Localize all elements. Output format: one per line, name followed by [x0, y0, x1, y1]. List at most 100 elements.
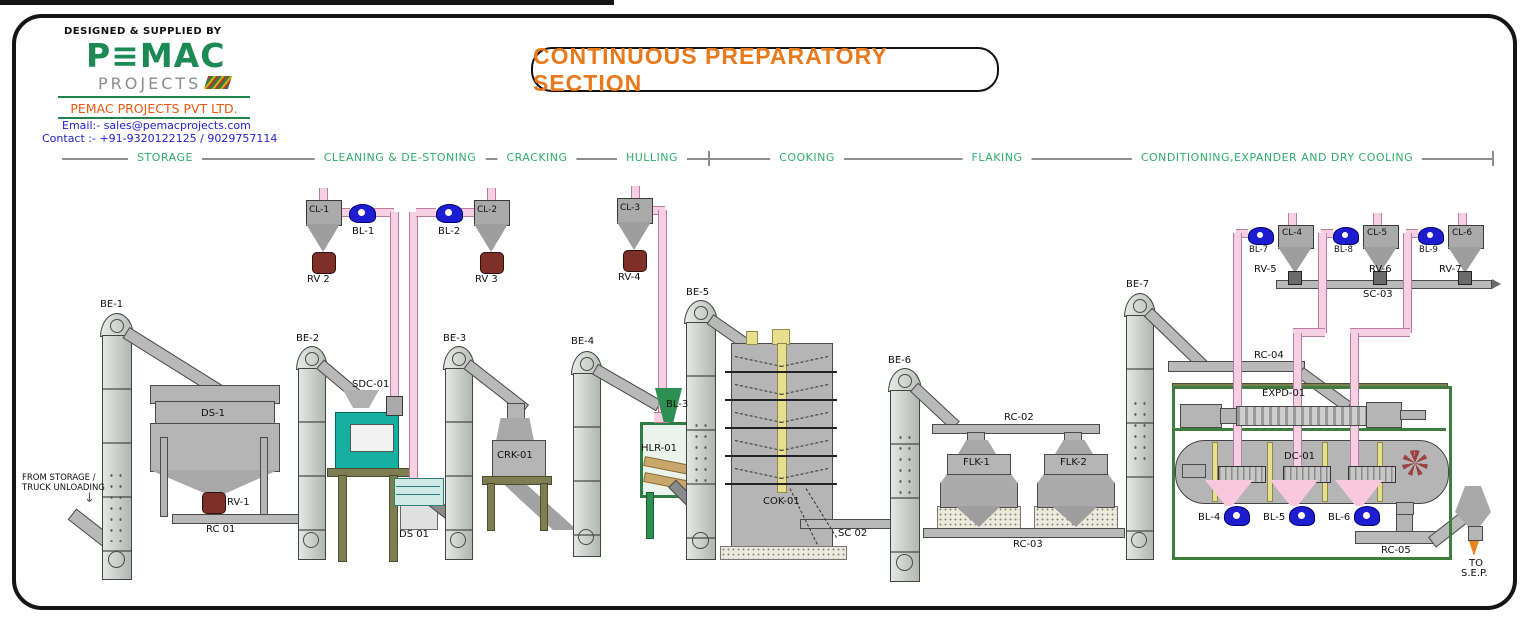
cok01-deck [725, 371, 837, 373]
rv5-label: RV-5 [1254, 264, 1277, 275]
pipe [461, 208, 475, 217]
to-sep-note: S.E.P. [1461, 568, 1488, 579]
from-storage-note: TRUCK UNLOADING [22, 483, 105, 493]
bl6-label: BL-6 [1328, 512, 1351, 523]
crk01-stand-leg [540, 483, 548, 531]
pulley-icon [580, 357, 594, 371]
be6-label: BE-6 [888, 355, 912, 366]
pipe [338, 208, 350, 217]
company-box: PEMAC PROJECTS PVT LTD. [58, 96, 250, 119]
cl2-vent-pipe [487, 188, 496, 200]
rc04-label: RC-04 [1254, 350, 1284, 361]
pipe [374, 208, 394, 217]
rv4-label: RV-4 [618, 272, 641, 283]
cl1-vent-pipe [319, 188, 328, 200]
pipe [416, 208, 436, 217]
be1-vents [107, 470, 125, 542]
be5-vents [692, 420, 708, 486]
blower-dot-icon [445, 209, 452, 216]
sdc01-hopper [343, 390, 379, 408]
ds1-label: DS-1 [201, 408, 226, 419]
rv1-label: RV-1 [227, 497, 250, 508]
rc05-label: RC-05 [1381, 545, 1411, 556]
bl5-label: BL-5 [1263, 512, 1286, 523]
expander-frame [1172, 386, 1452, 560]
cok01-shaft [777, 343, 787, 493]
cl4-vent-pipe [1288, 213, 1297, 225]
section-flaking: FLAKING [962, 151, 1032, 164]
cl6-cyclone [1448, 225, 1484, 249]
logo-subtext: PROJECTS [98, 75, 233, 93]
flk2-label: FLK-2 [1060, 457, 1087, 468]
be1-label: BE-1 [100, 299, 124, 310]
supplied-by-text: DESIGNED & SUPPLIED BY [64, 26, 222, 37]
blower-dot-icon [1298, 512, 1305, 519]
blower-dot-icon [1257, 232, 1263, 238]
drawing-border [12, 14, 1517, 610]
boot-pulley-icon [108, 551, 125, 568]
flk1-funnel [958, 440, 996, 454]
sdc01-collector [386, 396, 403, 416]
email-text: Email:- sales@pemacprojects.com [62, 119, 251, 132]
flk2-flaker-body [1037, 474, 1115, 508]
pulley-icon [1133, 299, 1147, 313]
be6-vents [896, 432, 912, 494]
cl5-valve [1373, 271, 1387, 285]
pulley-icon [452, 352, 466, 366]
crk01-hopper [496, 418, 534, 441]
bl4-label: BL-4 [1198, 512, 1221, 523]
boot-pulley-icon [1131, 532, 1147, 548]
pipe [1403, 233, 1412, 333]
ds01-deck-line [396, 494, 440, 495]
sdc01-table-leg [389, 475, 398, 562]
rc01-label: RC 01 [206, 524, 236, 535]
sdc01-table-leg [338, 475, 347, 562]
cok01-deck [725, 427, 837, 429]
be3-elevator [445, 368, 473, 560]
be4-label: BE-4 [571, 336, 595, 347]
to-sep-note: TO [1469, 558, 1483, 569]
be2-elevator [298, 368, 326, 560]
pipe [409, 212, 418, 478]
cl1-label: CL-1 [309, 205, 330, 215]
pipe [390, 212, 399, 396]
cok01-top-stub [746, 331, 758, 345]
flk2-funnel [1055, 440, 1093, 454]
cl3-vent-pipe [631, 186, 640, 198]
expd01-gearbox [1366, 402, 1402, 428]
section-hulling: HULLING [616, 151, 688, 164]
be1-elevator [102, 335, 132, 580]
boot-pulley-icon [692, 532, 709, 549]
blower-dot-icon [358, 209, 365, 216]
dc01-band [1212, 442, 1218, 502]
pulley-icon [694, 306, 708, 320]
dc01-inlet-box [1182, 464, 1206, 478]
blower-dot-icon [1363, 512, 1370, 519]
cl4-cyclone [1278, 225, 1314, 249]
rc02-label: RC-02 [1004, 412, 1034, 423]
rc03-label: RC-03 [1013, 539, 1043, 550]
section-cracking: CRACKING [497, 151, 577, 164]
pipe [658, 210, 667, 414]
infeed-arrow-icon: ↓ [84, 491, 95, 506]
pipe [1236, 229, 1248, 238]
contact-text: Contact :- +91-9320122125 / 9029757114 [42, 132, 278, 145]
cl5-label: CL-5 [1367, 228, 1388, 238]
cok01-label: COK-01 [763, 496, 800, 507]
cl3-cyclone-cone [617, 222, 651, 250]
ds01-label: DS 01 [399, 529, 429, 540]
pulley-icon [305, 352, 319, 366]
fan-icon [1402, 450, 1428, 476]
be7-vents [1131, 398, 1147, 464]
sdc01-label: SDC-01 [352, 379, 390, 390]
pipe [1406, 229, 1418, 238]
top-edge-bar [0, 0, 614, 5]
expd01-motor [1180, 404, 1222, 428]
rv3-rotary-valve [480, 252, 504, 274]
bl2-label: BL-2 [438, 226, 461, 237]
blower-dot-icon [1342, 232, 1348, 238]
from-storage-note: FROM STORAGE / [22, 473, 96, 483]
dc01-label: DC-01 [1284, 451, 1316, 462]
flk1-label: FLK-1 [963, 457, 990, 468]
bl3-label: BL-3 [666, 399, 689, 410]
